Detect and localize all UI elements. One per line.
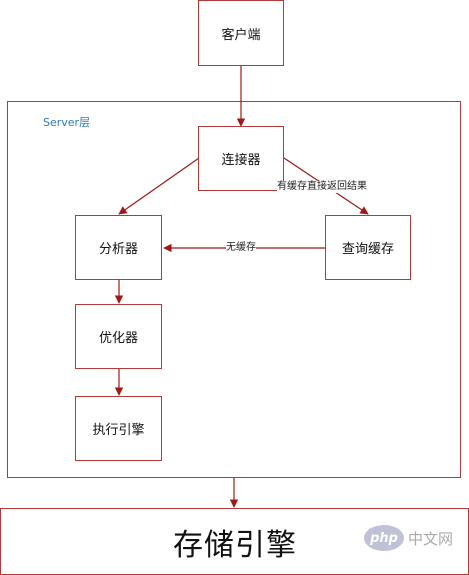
connector-node: 连接器 — [198, 126, 284, 191]
analyzer-node: 分析器 — [75, 215, 162, 280]
cache-hit-label: 有缓存直接返回结果 — [277, 181, 367, 193]
query-cache-node: 查询缓存 — [325, 215, 411, 280]
client-node: 客户端 — [198, 0, 284, 66]
storage-engine-label: 存储引擎 — [173, 528, 297, 563]
server-layer-frame — [7, 101, 461, 478]
arrow-connector-to-analyzer — [118, 157, 200, 215]
server-layer-label: Server层 — [43, 116, 91, 129]
optimizer-node: 优化器 — [75, 304, 162, 369]
cache-miss-label: 无缓存 — [226, 242, 256, 254]
watermark-text: 中文网 — [408, 529, 454, 548]
executor-node: 执行引擎 — [75, 396, 162, 461]
php-logo-icon: php — [364, 525, 404, 551]
watermark: php 中文网 — [364, 525, 453, 551]
